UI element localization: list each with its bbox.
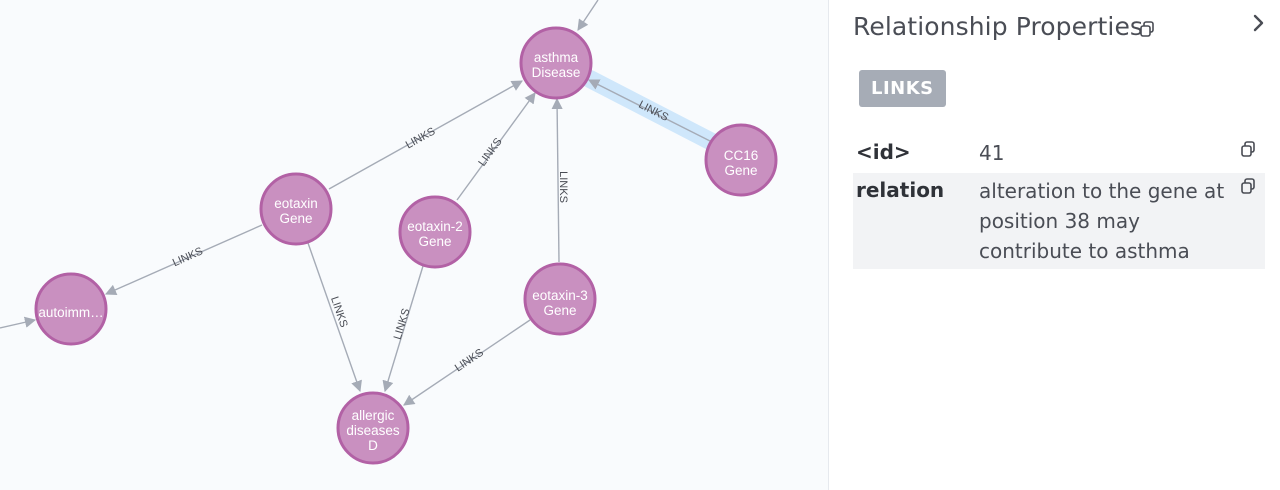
node-label: autoimm… xyxy=(38,305,103,320)
edge-eotaxin-to-autoimm[interactable]: LINKS xyxy=(104,224,263,296)
edge-eotaxin2-to-allergic[interactable]: LINKS xyxy=(382,265,424,393)
property-row: relation alteration to the gene at posit… xyxy=(853,173,1265,269)
node-allergic-diseases[interactable]: allergic diseases D xyxy=(336,391,410,465)
graph-canvas[interactable]: LINKS LINKS LINKS LINKS LINKS LINKS LINK… xyxy=(0,0,828,490)
node-asthma[interactable]: asthma Disease xyxy=(519,26,593,100)
edge-label: LINKS xyxy=(171,245,205,269)
node-label: Gene xyxy=(543,303,576,318)
edge-label: LINKS xyxy=(392,307,413,341)
node-label: CC16 xyxy=(724,148,759,163)
copy-icon[interactable] xyxy=(1239,140,1257,158)
property-key: <id> xyxy=(856,140,911,164)
relationship-type-badge[interactable]: LINKS xyxy=(859,70,946,107)
edge-eotaxin-to-asthma[interactable]: LINKS xyxy=(328,80,523,190)
edge-offscreen-to-autoimm[interactable] xyxy=(0,316,37,329)
edge-label: LINKS xyxy=(328,295,350,329)
properties-panel: Relationship Properties LINKS <id> 41 re… xyxy=(828,0,1280,490)
node-eotaxin[interactable]: eotaxin Gene xyxy=(259,172,333,246)
node-label: Gene xyxy=(279,211,312,226)
panel-title: Relationship Properties xyxy=(853,12,1144,41)
node-eotaxin-3[interactable]: eotaxin-3 Gene xyxy=(523,262,597,336)
copy-icon[interactable] xyxy=(1239,177,1257,195)
property-key: relation xyxy=(856,178,945,202)
property-value: 41 xyxy=(979,141,1005,165)
edge-offscreen-to-asthma[interactable] xyxy=(577,0,599,31)
edge-eotaxin2-to-asthma[interactable]: LINKS xyxy=(456,92,536,201)
property-row: <id> 41 xyxy=(853,138,1265,172)
node-label: Gene xyxy=(724,163,757,178)
node-label: Disease xyxy=(532,65,581,80)
edge-cc16-to-asthma[interactable]: LINKS xyxy=(587,79,713,143)
edge-label: LINKS xyxy=(453,347,486,375)
node-label: diseases xyxy=(346,423,400,438)
property-value: alteration to the gene at position 38 ma… xyxy=(979,179,1225,263)
node-label: D xyxy=(368,438,378,453)
chevron-right-icon[interactable] xyxy=(1247,12,1269,34)
node-autoimmune[interactable]: autoimm… xyxy=(34,272,108,346)
node-label: eotaxin xyxy=(274,196,318,211)
node-cc16[interactable]: CC16 Gene xyxy=(704,123,778,197)
node-label: eotaxin-2 xyxy=(407,219,463,234)
edge-eotaxin3-to-asthma[interactable]: LINKS xyxy=(551,97,569,263)
edge-eotaxin3-to-allergic[interactable]: LINKS xyxy=(403,319,531,406)
node-label: Gene xyxy=(418,234,451,249)
edge-eotaxin-to-allergic[interactable]: LINKS xyxy=(307,242,362,393)
node-label: allergic xyxy=(352,408,395,423)
node-label: asthma xyxy=(534,50,579,65)
edge-label: LINKS xyxy=(557,171,569,203)
node-eotaxin-2[interactable]: eotaxin-2 Gene xyxy=(398,195,472,269)
edge-label: LINKS xyxy=(404,125,438,151)
node-label: eotaxin-3 xyxy=(532,288,588,303)
edge-label: LINKS xyxy=(476,136,504,169)
copy-icon[interactable] xyxy=(1138,20,1156,38)
